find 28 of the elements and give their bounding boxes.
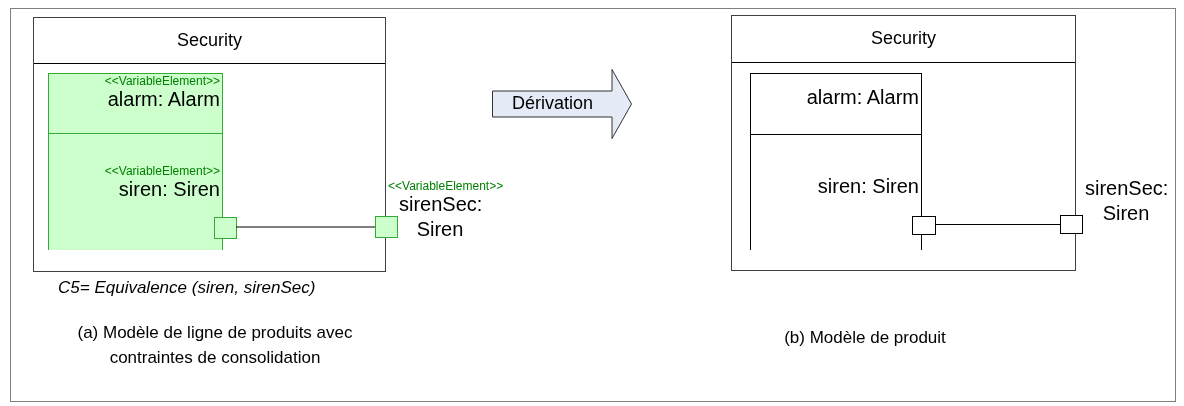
connector-line — [235, 226, 376, 228]
port-name: sirenSec: Siren — [399, 192, 481, 242]
stereotype-label: <<VariableElement>> — [104, 74, 220, 88]
part-name: siren: Siren — [817, 175, 919, 198]
constraint-note: C5= Equivalence (siren, sirenSec) — [58, 277, 317, 299]
part-box — [750, 73, 922, 250]
part-box — [48, 73, 223, 250]
caption-text: (a) Modèle de ligne de produits avec contraintes de consolidation — [76, 322, 354, 369]
arrow-label: Dérivation — [512, 93, 594, 114]
caption-text: (b) Modèle de produit — [783, 327, 947, 349]
port-square — [214, 217, 237, 239]
connector-line — [934, 224, 1061, 225]
stereotype-label: <<VariableElement>> — [388, 178, 504, 195]
part-name: alarm: Alarm — [806, 86, 919, 109]
part-box — [731, 15, 1076, 271]
part-title: Security — [870, 28, 937, 49]
part-title: Security — [176, 30, 243, 51]
port-square — [912, 216, 936, 235]
compartment — [49, 133, 222, 250]
part-name: siren: Siren — [118, 178, 220, 201]
block-arrow — [492, 69, 632, 139]
part-name: alarm: Alarm — [107, 88, 220, 111]
compartment — [751, 134, 921, 250]
port-name: sirenSec: Siren — [1085, 176, 1167, 226]
port-square — [375, 216, 398, 238]
part-box — [33, 17, 386, 272]
port-square — [1060, 215, 1083, 234]
stereotype-label: <<VariableElement>> — [104, 164, 220, 178]
